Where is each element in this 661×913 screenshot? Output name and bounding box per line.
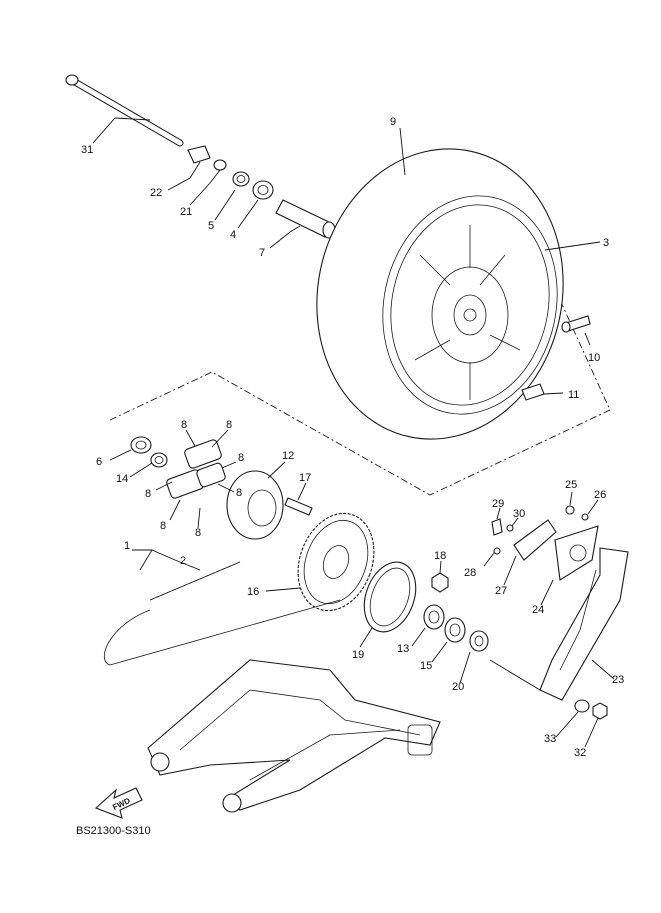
label-25: 25: [565, 479, 577, 491]
bracket-24: [554, 525, 599, 581]
bracket-27: [513, 519, 557, 561]
label-30: 30: [513, 508, 525, 520]
rear-wheel: [316, 148, 564, 440]
fwd-arrow: [94, 787, 143, 819]
label-21: 21: [180, 206, 192, 218]
bolt-29: [491, 518, 503, 536]
label-33: 33: [544, 733, 556, 745]
nut-32: [592, 702, 608, 720]
label-8g: 8: [195, 527, 201, 539]
washer-33: [574, 699, 590, 713]
label-11: 11: [568, 389, 579, 401]
bolt-25: [565, 505, 575, 515]
seal: [232, 171, 250, 187]
label-28: 28: [464, 567, 476, 579]
label-7: 7: [259, 247, 265, 259]
sprocket: [297, 512, 375, 612]
adjuster-plate: [187, 145, 211, 164]
drive-chain: [104, 561, 341, 666]
washer: [213, 159, 227, 171]
leader-lines: [92, 117, 615, 748]
label-8e: 8: [236, 487, 242, 499]
sprocket-hub: [226, 470, 284, 540]
damper-set: [166, 439, 226, 499]
bearing-13: [423, 604, 445, 630]
label-12: 12: [282, 450, 294, 462]
part-labels: 31 22 21 5 4 7 9 3 10 11 6 14 8 8 8 8 8 …: [81, 116, 624, 759]
label-23: 23: [612, 674, 624, 686]
bearing: [252, 180, 274, 200]
valve: [561, 315, 591, 333]
label-8b: 8: [226, 419, 232, 431]
label-15: 15: [420, 660, 432, 672]
nut-18: [431, 572, 449, 593]
label-4: 4: [230, 229, 236, 241]
tire: [316, 148, 564, 440]
collar: [275, 199, 336, 239]
collar-20: [469, 630, 489, 652]
label-8c: 8: [238, 452, 244, 464]
seal-15: [444, 617, 466, 643]
diagram-code: BS21300-S310: [76, 825, 151, 837]
label-13: 13: [397, 643, 409, 655]
washer-26: [581, 513, 589, 521]
label-29: 29: [492, 498, 504, 510]
label-26: 26: [594, 489, 606, 501]
label-10: 10: [588, 352, 600, 364]
label-20: 20: [452, 681, 464, 693]
label-19: 19: [352, 649, 364, 661]
label-2: 2: [180, 555, 186, 567]
label-16: 16: [247, 586, 259, 598]
label-24: 24: [532, 604, 544, 616]
label-3: 3: [603, 237, 609, 249]
label-27: 27: [495, 585, 507, 597]
label-22: 22: [150, 187, 162, 199]
bearing-14: [150, 452, 168, 468]
label-32: 32: [574, 747, 586, 759]
label-31: 31: [81, 144, 93, 156]
stud-bolt: [284, 497, 313, 516]
label-9: 9: [390, 116, 396, 128]
cover-plate: [363, 561, 417, 633]
washer-30: [506, 524, 514, 532]
oil-seal-6: [130, 436, 152, 454]
label-17: 17: [299, 472, 311, 484]
swingarm: [147, 659, 441, 813]
label-6: 6: [96, 456, 102, 468]
label-14: 14: [116, 473, 128, 485]
label-8f: 8: [160, 520, 166, 532]
caliper-bracket: [539, 547, 629, 701]
label-18: 18: [434, 550, 446, 562]
label-8d: 8: [145, 488, 151, 500]
label-8a: 8: [181, 419, 187, 431]
label-1: 1: [124, 540, 130, 552]
axle: [65, 74, 184, 147]
label-5: 5: [208, 220, 214, 232]
clip-28: [493, 547, 501, 555]
